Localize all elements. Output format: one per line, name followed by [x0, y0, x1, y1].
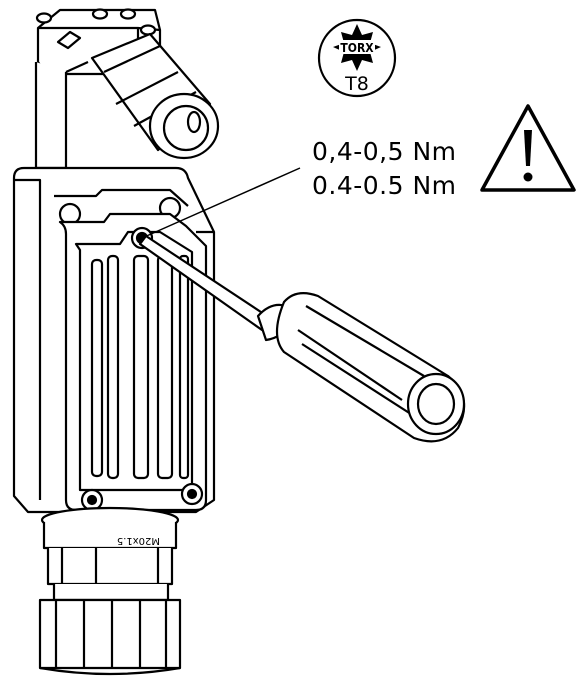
thread-size-label: M20x1.5 [117, 535, 160, 546]
screwdriver-icon [138, 234, 466, 443]
cable-gland [38, 506, 182, 676]
warning-triangle-icon [480, 104, 576, 192]
torx-brand-label: TORX [340, 41, 374, 55]
torx-t8-icon: TORX T8 [317, 18, 397, 98]
torx-size-label: T8 [344, 73, 369, 95]
torque-value-comma: 0,4-0,5 Nm [312, 137, 457, 166]
torque-value-dot: 0.4-0.5 Nm [312, 171, 457, 200]
plug-barrel [90, 32, 220, 160]
connector-housing [34, 8, 162, 170]
leader-line [141, 167, 301, 239]
